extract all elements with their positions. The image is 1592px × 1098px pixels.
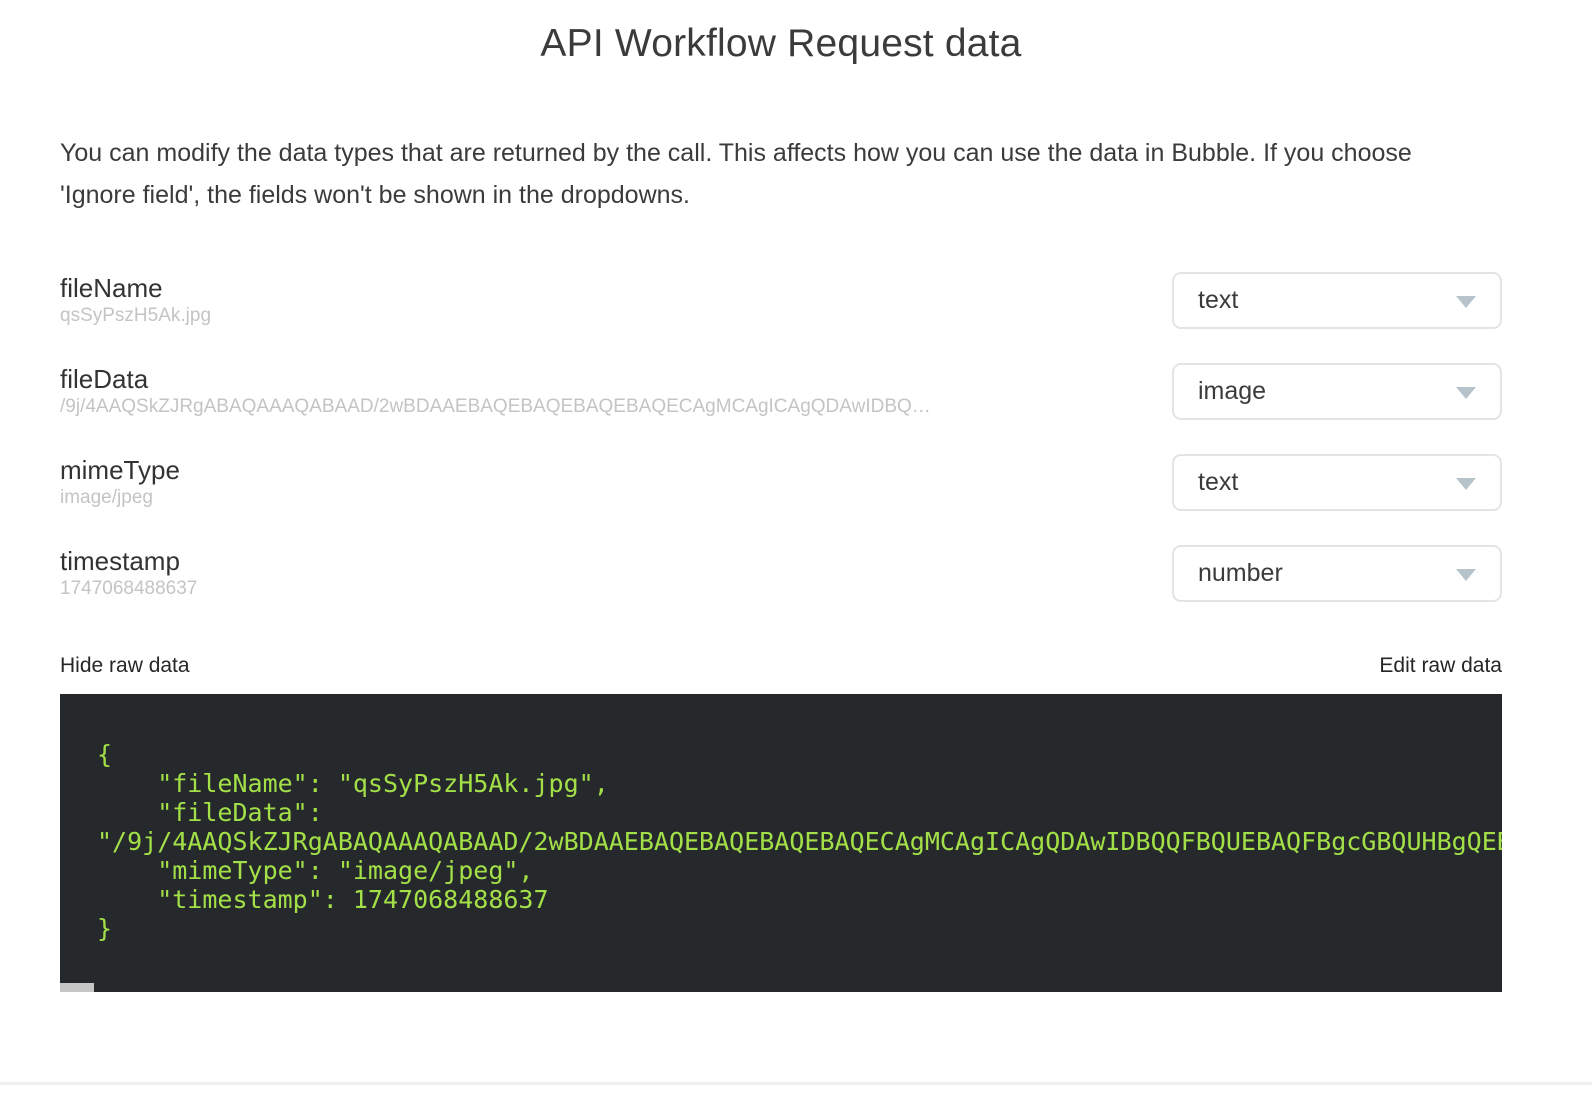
edit-raw-data-link[interactable]: Edit raw data: [1379, 654, 1502, 677]
divider: [0, 1082, 1592, 1085]
chevron-down-icon: [1456, 568, 1476, 581]
field-sample-value: 1747068488637: [60, 577, 198, 599]
field-sample-value: /9j/4AAQSkZJRgABAQAAAQABAAD/2wBDAAEBAQEB…: [60, 395, 945, 417]
chevron-down-icon: [1456, 477, 1476, 490]
code-line: "timestamp": 1747068488637: [97, 885, 549, 914]
field-info: fileData /9j/4AAQSkZJRgABAQAAAQABAAD/2wB…: [60, 364, 945, 420]
selected-type: image: [1198, 377, 1267, 405]
code-line: }: [97, 914, 113, 943]
chevron-down-icon: [1456, 295, 1476, 308]
field-row-mimetype: mimeType image/jpeg text: [60, 454, 1502, 511]
field-info: fileName qsSyPszH5Ak.jpg: [60, 273, 211, 329]
code-line: "fileData":: [97, 798, 323, 827]
selected-type: text: [1198, 468, 1239, 496]
code-line: "mimeType": "image/jpeg",: [97, 856, 534, 885]
field-row-timestamp: timestamp 1747068488637 number: [60, 545, 1502, 602]
field-name: mimeType: [60, 454, 180, 485]
field-type-dropdown[interactable]: text: [1172, 454, 1502, 511]
field-name: fileData: [60, 363, 149, 394]
field-name: timestamp: [60, 545, 180, 576]
raw-data-viewer[interactable]: { "fileName": "qsSyPszH5Ak.jpg", "fileDa…: [60, 694, 1502, 992]
selected-type: text: [1198, 286, 1239, 314]
code-line: "fileName": "qsSyPszH5Ak.jpg",: [97, 769, 609, 798]
field-row-filedata: fileData /9j/4AAQSkZJRgABAQAAAQABAAD/2wB…: [60, 363, 1502, 420]
field-row-filename: fileName qsSyPszH5Ak.jpg text: [60, 272, 1502, 329]
field-type-dropdown[interactable]: text: [1172, 272, 1502, 329]
horizontal-scrollbar-thumb[interactable]: [60, 983, 94, 992]
field-type-dropdown[interactable]: image: [1172, 363, 1502, 420]
raw-data-links: Hide raw data Edit raw data: [60, 654, 1502, 678]
field-info: timestamp 1747068488637: [60, 546, 197, 602]
selected-type: number: [1198, 559, 1283, 587]
field-info: mimeType image/jpeg: [60, 455, 180, 511]
field-list: fileName qsSyPszH5Ak.jpg text fileData /…: [60, 272, 1502, 602]
field-sample-value: image/jpeg: [60, 486, 153, 508]
chevron-down-icon: [1456, 386, 1476, 399]
hide-raw-data-link[interactable]: Hide raw data: [60, 654, 190, 677]
field-type-dropdown[interactable]: number: [1172, 545, 1502, 602]
field-name: fileName: [60, 272, 163, 303]
page-description: You can modify the data types that are r…: [60, 139, 1412, 209]
code-line: "/9j/4AAQSkZJRgABAQAAAQABAAD/2wBDAAEBAQE…: [97, 827, 1502, 856]
main-content: API Workflow Request data You can modify…: [60, 0, 1502, 992]
code-line: {: [97, 740, 113, 769]
field-sample-value: qsSyPszH5Ak.jpg: [60, 304, 212, 326]
page-title: API Workflow Request data: [540, 22, 1022, 65]
